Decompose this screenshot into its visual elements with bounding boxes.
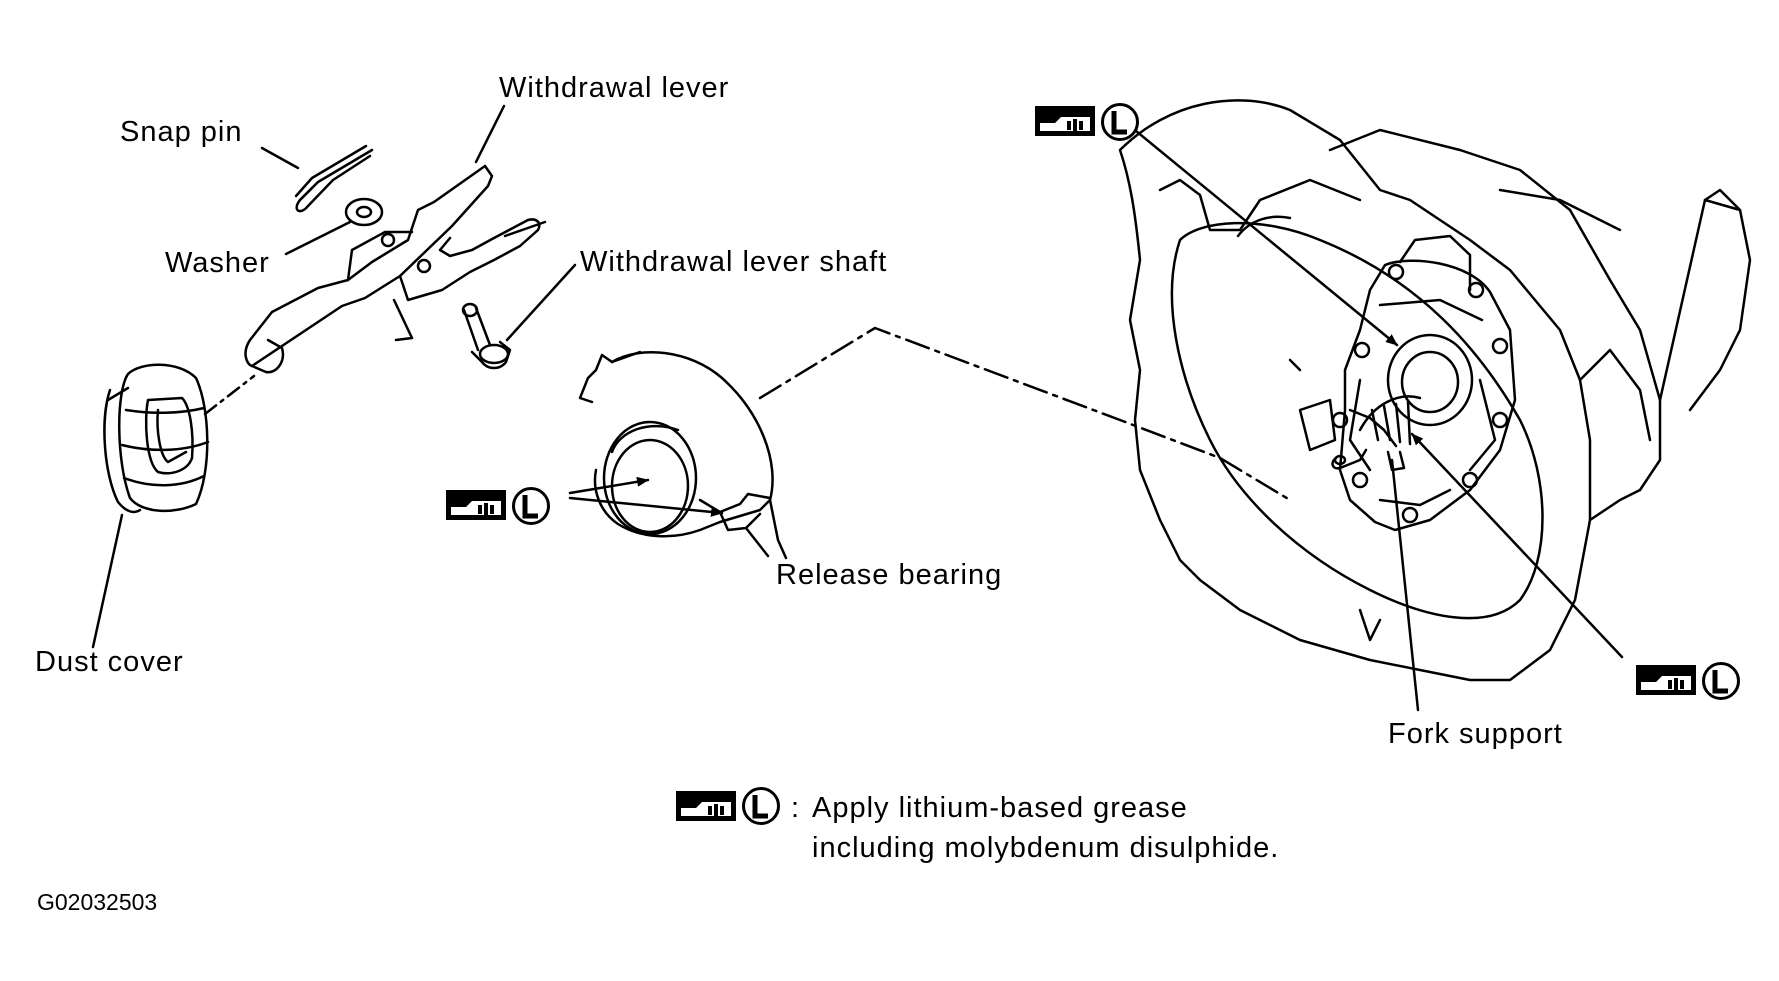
legend-line-2: including molybdenum disulphide. xyxy=(812,832,1280,865)
fork-support-leader xyxy=(1390,458,1420,712)
washer-leader xyxy=(284,220,352,256)
withdrawal-lever-shaft-part xyxy=(461,302,512,370)
grease-gun-icon xyxy=(676,791,736,821)
figure-code: G02032503 xyxy=(37,889,158,915)
snap-pin-part xyxy=(294,144,374,213)
grease-symbol-bearing xyxy=(446,489,549,524)
grease-symbol-top xyxy=(1035,105,1138,140)
grease-symbol-right xyxy=(1636,664,1739,699)
legend-separator: : xyxy=(791,792,801,824)
release-bearing-label: Release bearing xyxy=(776,559,1003,591)
withdrawal-lever-label: Withdrawal lever xyxy=(499,72,730,104)
dust-cover-leader xyxy=(91,513,124,649)
grease-gun-icon xyxy=(1035,106,1095,136)
release-bearing-axis-line xyxy=(758,326,1292,502)
grease-gun-icon xyxy=(446,490,506,520)
withdrawal-lever-part xyxy=(244,164,547,374)
fork-support-label: Fork support xyxy=(1388,718,1563,750)
lubricant-l-icon xyxy=(514,489,549,524)
grease-symbol-legend xyxy=(676,789,779,824)
snap-pin-leader xyxy=(260,146,300,170)
washer-part xyxy=(344,197,384,227)
washer-label: Washer xyxy=(165,247,270,279)
legend-note: Apply lithium-based grease including mol… xyxy=(812,788,1279,868)
lubricant-l-icon xyxy=(1704,664,1739,699)
withdrawal-lever-shaft-label: Withdrawal lever shaft xyxy=(580,246,888,278)
dust-cover-axis-line xyxy=(203,374,256,416)
dust-cover-part xyxy=(103,363,210,514)
lubricant-l-icon xyxy=(744,789,779,824)
fork-support-plate-part xyxy=(1298,234,1517,532)
transmission-housing-part xyxy=(1118,99,1752,682)
dust-cover-label: Dust cover xyxy=(35,646,184,678)
grease-gun-icon xyxy=(1636,665,1696,695)
grease-arrow-fork-support-bore xyxy=(1134,129,1399,347)
release-bearing-part xyxy=(578,350,788,560)
grease-arrow-bearing-contact xyxy=(568,496,724,517)
withdrawal-lever-shaft-leader xyxy=(505,263,577,342)
lubricant-l-icon xyxy=(1103,105,1138,140)
release-bearing-leader xyxy=(744,526,770,558)
grease-arrow-fork-support-spline xyxy=(1410,432,1624,659)
snap-pin-label: Snap pin xyxy=(120,116,243,148)
withdrawal-lever-leader xyxy=(474,104,506,164)
legend-line-1: Apply lithium-based grease xyxy=(812,792,1188,824)
grease-arrow-bearing-bore xyxy=(568,476,650,495)
